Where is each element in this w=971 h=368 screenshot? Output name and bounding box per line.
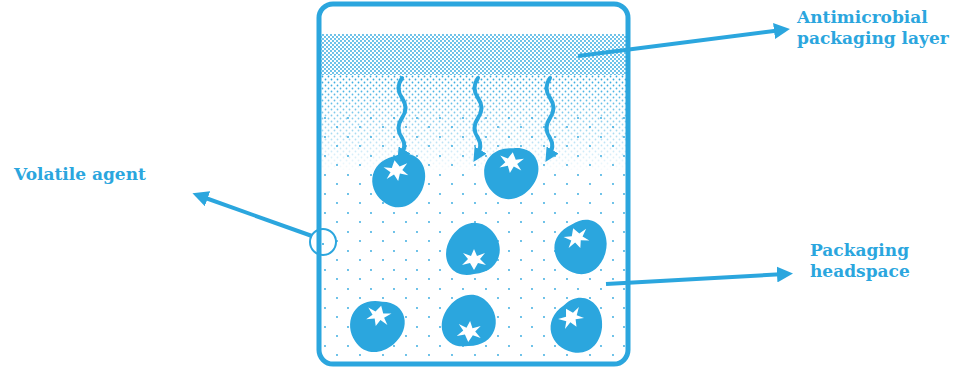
- callout-label: Volatile agent: [14, 164, 214, 185]
- package-outline: [319, 4, 628, 364]
- callout-label: Packaging headspace: [810, 240, 930, 282]
- strawberries: [344, 144, 616, 363]
- callout-label: Antimicrobial packaging layer: [797, 7, 957, 49]
- volatile-agent-circle: [310, 229, 336, 255]
- diffusion-arrows: [399, 78, 554, 156]
- leader-arrows: [200, 30, 785, 284]
